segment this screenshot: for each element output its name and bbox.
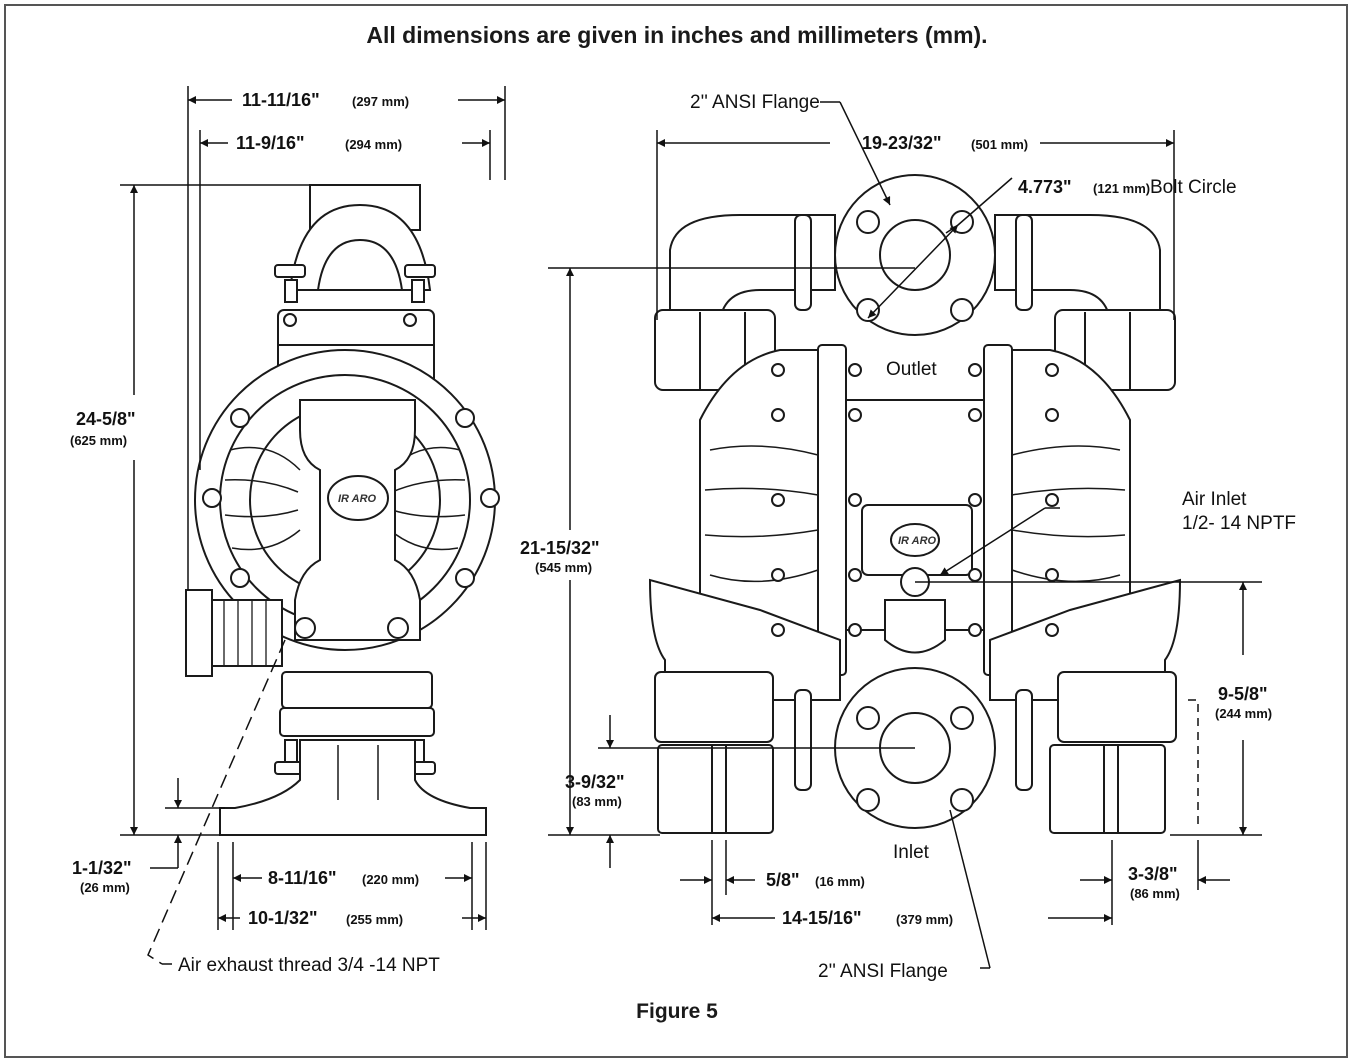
side-width-1-mm: (297 mm) <box>352 94 409 109</box>
side-width-2-mm: (294 mm) <box>345 137 402 152</box>
inlet-height-mm: (83 mm) <box>572 794 622 809</box>
air-inlet-height: 9-5/8" <box>1218 684 1268 704</box>
front-dimension-labels: 2'' ANSI Flange 19-23/32" (501 mm) 4.773… <box>520 92 1296 982</box>
front-logo: IR ARO <box>898 535 937 547</box>
outlet-height-mm: (545 mm) <box>535 560 592 575</box>
foot-offset: 5/8" <box>766 870 800 890</box>
side-height: 24-5/8" <box>76 409 136 429</box>
side-width-1: 11-11/16" <box>242 90 320 110</box>
air-inlet-label: Air Inlet <box>1182 489 1247 510</box>
page-title: All dimensions are given in inches and m… <box>366 22 988 48</box>
side-view-pump: IR ARO <box>185 184 500 836</box>
side-base-thickness: 1-1/32" <box>72 858 132 878</box>
side-base-width-mm: (255 mm) <box>346 912 403 927</box>
top-flange-label: 2'' ANSI Flange <box>690 92 820 113</box>
bolt-span-mm: (379 mm) <box>896 912 953 927</box>
bolt-circle-label: Bolt Circle <box>1150 177 1237 198</box>
air-inlet-height-mm: (244 mm) <box>1215 706 1272 721</box>
air-exhaust-label: Air exhaust thread 3/4 -14 NPT <box>178 955 440 976</box>
front-width-mm: (501 mm) <box>971 137 1028 152</box>
side-bolt-spacing-mm: (220 mm) <box>362 872 419 887</box>
side-height-mm: (625 mm) <box>70 433 127 448</box>
side-width-2: 11-9/16" <box>236 133 305 153</box>
foot-side: 3-3/8" <box>1128 864 1178 884</box>
figure-caption: Figure 5 <box>636 1000 718 1023</box>
front-view-pump: IR ARO <box>648 174 1182 834</box>
air-inlet-thread-label: 1/2- 14 NPTF <box>1182 513 1296 534</box>
side-logo: IR ARO <box>338 493 377 505</box>
foot-offset-mm: (16 mm) <box>815 874 865 889</box>
inlet-label: Inlet <box>893 842 930 863</box>
inlet-height: 3-9/32" <box>565 772 625 792</box>
front-dimension-lines <box>548 101 1262 969</box>
side-base-width: 10-1/32" <box>248 908 318 928</box>
side-dimension-labels: 11-11/16" (297 mm) 11-9/16" (294 mm) 24-… <box>70 90 440 976</box>
foot-side-mm: (86 mm) <box>1130 886 1180 901</box>
outlet-height: 21-15/32" <box>520 538 600 558</box>
bolt-span: 14-15/16" <box>782 908 862 928</box>
bottom-flange-label: 2'' ANSI Flange <box>818 961 948 982</box>
outlet-label: Outlet <box>886 359 937 380</box>
figure-frame <box>4 4 1348 1058</box>
side-bolt-spacing: 8-11/16" <box>268 868 337 888</box>
side-base-thickness-mm: (26 mm) <box>80 880 130 895</box>
bolt-circle-dim: 4.773" <box>1018 177 1072 197</box>
side-dimension-lines <box>120 86 506 965</box>
bolt-circle-mm: (121 mm) <box>1093 181 1150 196</box>
front-width: 19-23/32" <box>862 133 942 153</box>
